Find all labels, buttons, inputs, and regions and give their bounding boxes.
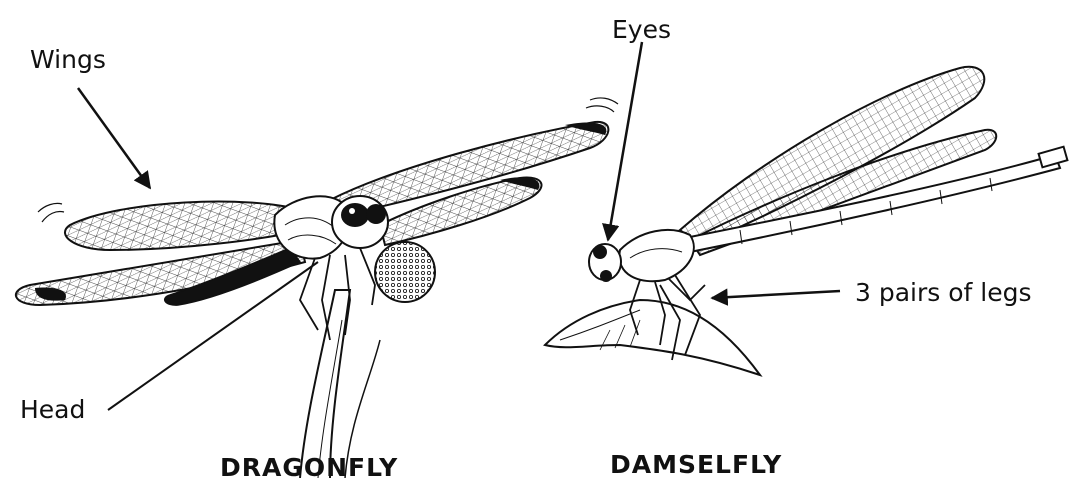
dragonfly-head (332, 196, 388, 248)
dragonfly-legs (300, 248, 375, 340)
damselfly-illustration (545, 67, 1067, 375)
damselfly-head (589, 244, 621, 282)
wings-pointer-arrow (78, 88, 150, 188)
damselfly-eye (593, 245, 607, 259)
dragonfly-illustration (16, 98, 618, 478)
eyes-pointer-arrow (608, 42, 642, 240)
damselfly-caption: DAMSELFLY (610, 452, 782, 477)
dragonfly-flower-head (375, 242, 435, 302)
dragonfly-caption: DRAGONFLY (220, 455, 398, 480)
damselfly-thorax (619, 230, 693, 281)
wings-label: Wings (30, 47, 106, 72)
damselfly-leaf (545, 300, 760, 375)
legs-pointer-arrow (712, 291, 840, 298)
head-label: Head (20, 397, 85, 422)
dragonfly-plant-stem (300, 290, 380, 478)
damselfly-wings (680, 67, 996, 255)
legs-label: 3 pairs of legs (855, 280, 1032, 305)
eyes-label: Eyes (612, 17, 671, 42)
